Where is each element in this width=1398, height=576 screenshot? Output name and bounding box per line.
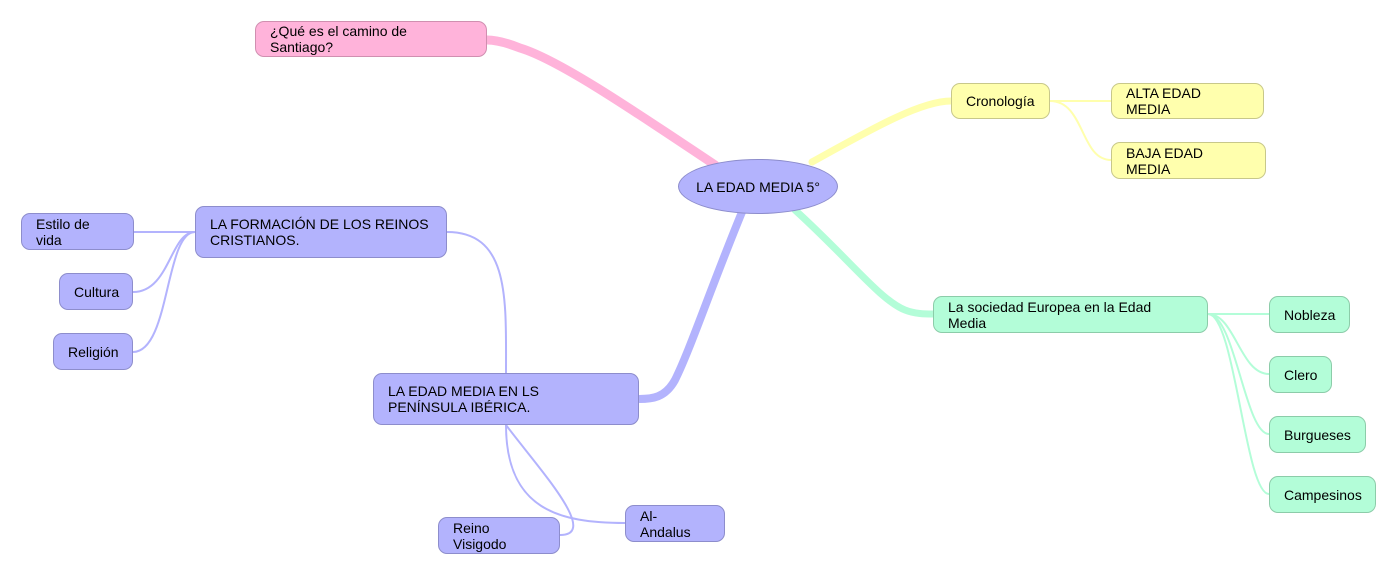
node-peninsula[interactable]: LA EDAD MEDIA EN LS PENÍNSULA IBÉRICA. bbox=[373, 373, 639, 425]
central-topic[interactable]: LA EDAD MEDIA 5° bbox=[678, 159, 838, 214]
edge-santiago bbox=[482, 35, 720, 170]
node-label: Burgueses bbox=[1284, 426, 1351, 443]
node-label: La sociedad Europea en la Edad Media bbox=[948, 298, 1152, 331]
node-label: Al- Andalus bbox=[640, 507, 691, 540]
node-label: ALTA EDAD MEDIA bbox=[1126, 85, 1201, 117]
node-reino-visigodo[interactable]: Reino Visigodo bbox=[438, 517, 560, 554]
edge-peninsula bbox=[635, 208, 746, 403]
node-estilo-de-vida[interactable]: Estilo de vida bbox=[21, 213, 134, 250]
central-topic-label: LA EDAD MEDIA 5° bbox=[696, 178, 820, 195]
node-cultura[interactable]: Cultura bbox=[59, 273, 133, 310]
node-campesinos[interactable]: Campesinos bbox=[1269, 476, 1376, 513]
node-burgueses[interactable]: Burgueses bbox=[1269, 416, 1366, 453]
node-label: Reino Visigodo bbox=[453, 519, 507, 552]
node-label: Estilo de vida bbox=[36, 215, 90, 248]
node-label: Cronología bbox=[966, 93, 1035, 109]
node-sociedad[interactable]: La sociedad Europea en la Edad Media bbox=[933, 296, 1208, 333]
node-label: Campesinos bbox=[1284, 486, 1362, 503]
node-formacion[interactable]: LA FORMACIÓN DE LOS REINOS CRISTIANOS. bbox=[195, 206, 447, 258]
node-label: ¿Qué es el camino de Santiago? bbox=[270, 23, 407, 55]
node-baja-edad-media[interactable]: BAJA EDAD MEDIA bbox=[1111, 142, 1266, 179]
edge-sociedad bbox=[791, 206, 937, 318]
node-alta-edad-media[interactable]: ALTA EDAD MEDIA bbox=[1111, 83, 1264, 119]
node-label: Cultura bbox=[74, 283, 120, 300]
node-label: Religión bbox=[68, 343, 119, 360]
node-nobleza[interactable]: Nobleza bbox=[1269, 296, 1350, 333]
node-religion[interactable]: Religión bbox=[53, 333, 133, 370]
edge-cronologia bbox=[808, 97, 955, 166]
node-cronologia[interactable]: Cronología bbox=[951, 83, 1050, 119]
node-label: Clero bbox=[1284, 366, 1318, 383]
edge-formacion bbox=[446, 231, 508, 374]
node-label: LA FORMACIÓN DE LOS REINOS CRISTIANOS. bbox=[210, 216, 429, 248]
node-al-andalus[interactable]: Al- Andalus bbox=[625, 505, 725, 542]
node-clero[interactable]: Clero bbox=[1269, 356, 1332, 393]
node-label: Nobleza bbox=[1284, 306, 1336, 323]
node-santiago[interactable]: ¿Qué es el camino de Santiago? bbox=[255, 21, 487, 57]
node-label: LA EDAD MEDIA EN LS PENÍNSULA IBÉRICA. bbox=[388, 383, 539, 415]
node-label: BAJA EDAD MEDIA bbox=[1126, 144, 1204, 177]
